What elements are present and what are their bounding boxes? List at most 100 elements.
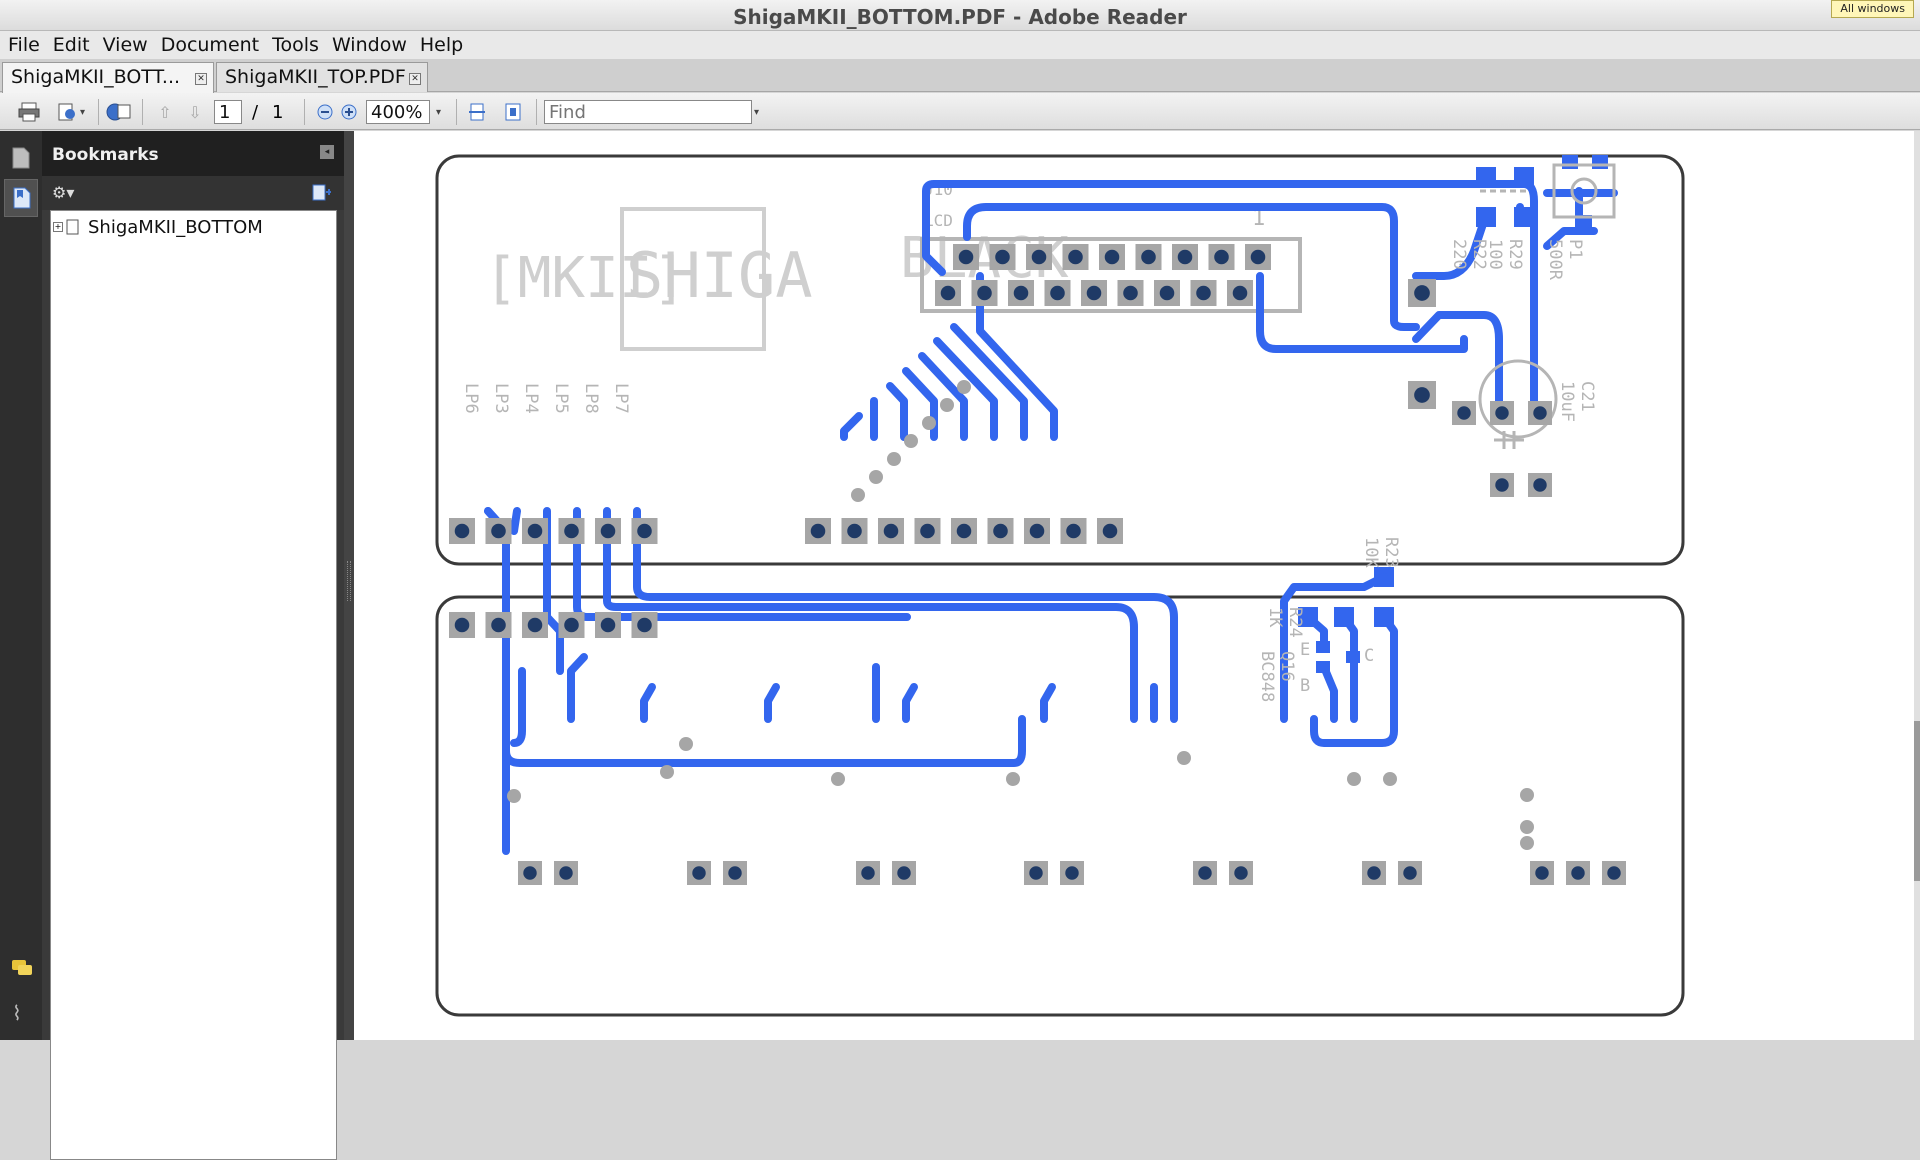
menu-window[interactable]: Window [331, 34, 407, 56]
zoom-level-input[interactable]: 400% [366, 100, 430, 124]
via [869, 470, 883, 484]
find-options-icon[interactable]: ▾ [754, 107, 760, 118]
tab-shigamkii-bottom[interactable]: ShigaMKII_BOTT... ✕ [2, 62, 214, 93]
create-pdf-icon[interactable] [54, 100, 80, 124]
comments-icon[interactable] [11, 959, 33, 981]
pad-hole [1104, 249, 1120, 265]
pad-hole [861, 866, 875, 880]
pad-hole [1031, 249, 1047, 265]
pad-hole [1066, 523, 1081, 539]
zoom-out-icon[interactable] [312, 100, 338, 124]
pad-hole [920, 523, 935, 539]
pin1-label: 1 [1252, 206, 1265, 231]
pad-hole [1013, 285, 1029, 301]
pad-hole [454, 523, 470, 539]
vertical-scrollbar[interactable] [1914, 131, 1920, 1040]
find-input[interactable] [544, 100, 752, 124]
pad-hole [1102, 523, 1118, 539]
via [1177, 751, 1191, 765]
menu-view[interactable]: View [102, 34, 148, 56]
close-tab-icon[interactable]: ✕ [195, 73, 207, 85]
pad-hole [1367, 866, 1381, 880]
pcb-drawing: BLACK SHIGA [MKII] LCD J10 1 [435, 154, 1685, 1017]
via [922, 416, 936, 430]
pad-hole [1607, 866, 1621, 880]
print-icon[interactable] [16, 100, 42, 124]
menu-help[interactable]: Help [419, 34, 464, 56]
pad-hole [1068, 249, 1083, 265]
zoom-in-icon[interactable] [336, 100, 362, 124]
lp-label: LP8 [581, 383, 601, 414]
through-hole-pads [449, 244, 1626, 885]
lcd-header-outline [920, 237, 1302, 313]
via [887, 452, 901, 466]
attachments-icon[interactable]: ⌇ [12, 1001, 22, 1025]
all-windows-button[interactable]: All windows [1831, 0, 1914, 18]
pad-hole [956, 523, 972, 539]
pad-hole [810, 523, 826, 539]
document-tabs: ShigaMKII_BOTT... ✕ ShigaMKII_TOP.PDF ✕ [0, 59, 1920, 93]
lp-label: LP4 [521, 383, 541, 414]
menu-edit[interactable]: Edit [52, 34, 90, 56]
pages-icon[interactable] [12, 147, 30, 173]
pad-hole [1533, 478, 1547, 492]
page-number-input[interactable]: 1 [214, 100, 242, 124]
bookmarks-toolbar: ⚙▾ [42, 176, 344, 210]
pad-hole [1414, 285, 1430, 301]
panel-splitter[interactable] [344, 131, 354, 1040]
collaborate-icon[interactable] [106, 100, 132, 124]
pad-hole [1495, 406, 1509, 420]
menu-document[interactable]: Document [160, 34, 260, 56]
via [1383, 772, 1397, 786]
via [851, 488, 865, 502]
fit-width-icon[interactable] [464, 100, 490, 124]
traces-transistor [1280, 573, 1398, 747]
via [904, 434, 918, 448]
via [1347, 772, 1361, 786]
pad-hole [883, 523, 899, 539]
r22-value: 220 [1449, 239, 1469, 270]
tab-shigamkii-top[interactable]: ShigaMKII_TOP.PDF ✕ [216, 62, 428, 92]
pad-hole [491, 523, 506, 539]
zoom-dropdown-icon[interactable]: ▾ [436, 107, 442, 118]
close-tab-icon[interactable]: ✕ [409, 73, 421, 85]
next-page-icon[interactable]: ⇩ [188, 102, 202, 122]
r23-value: 10K [1361, 537, 1381, 568]
bookmarks-header: Bookmarks ◂ [42, 131, 344, 176]
new-bookmark-icon[interactable] [312, 184, 332, 206]
smd-pads-top [1476, 155, 1608, 229]
tab-label: ShigaMKII_BOTT... [11, 66, 181, 88]
pad-hole [491, 617, 506, 633]
fit-page-icon[interactable] [500, 100, 526, 124]
toolbar-separator [142, 99, 143, 125]
previous-page-icon[interactable]: ⇧ [158, 102, 172, 122]
bookmarks-panel: Bookmarks ◂ ⚙▾ + ShigaMKII_BOTTOM [42, 131, 344, 1160]
bookmarks-icon[interactable] [4, 179, 38, 217]
pad-hole [1403, 866, 1417, 880]
via [679, 737, 693, 751]
pad-hole [995, 249, 1010, 265]
pad-hole [958, 249, 974, 265]
lp-label: LP7 [611, 383, 631, 414]
bookmark-label: ShigaMKII_BOTTOM [88, 216, 263, 238]
q-base-label: B [1300, 676, 1310, 696]
pad-hole [940, 285, 956, 301]
pad-hole [1535, 866, 1549, 880]
logo-shiga: SHIGA [626, 239, 813, 312]
toolbar-separator [456, 99, 457, 125]
traces-top [840, 180, 1618, 441]
options-gear-icon[interactable]: ⚙▾ [52, 183, 75, 202]
bookmark-item[interactable]: + ShigaMKII_BOTTOM [53, 216, 263, 238]
pad-hole [1086, 285, 1102, 301]
collapse-panel-icon[interactable]: ◂ [320, 145, 334, 159]
expand-icon[interactable]: + [53, 222, 63, 232]
pad-hole [523, 866, 537, 880]
menu-file[interactable]: File [8, 34, 40, 56]
menu-tools[interactable]: Tools [272, 34, 319, 56]
navigation-strip: ⌇ [0, 131, 42, 1040]
chevron-down-icon[interactable]: ▾ [80, 107, 86, 118]
scroll-thumb[interactable] [1914, 721, 1920, 881]
logo-mkii: [MKII] [484, 246, 686, 311]
pad-hole [692, 866, 706, 880]
board-outline-bottom [435, 595, 1685, 1017]
